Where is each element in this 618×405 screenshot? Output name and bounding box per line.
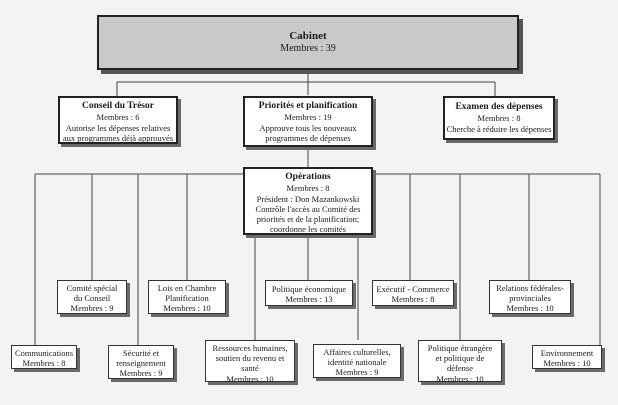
cabinet-title: Cabinet [289,30,327,42]
subcommittee-name: Environnement [540,348,594,358]
committee-members: Membres : 19 [284,112,332,123]
cabinet-box: Cabinet Membres : 39 [97,15,519,70]
committee-description: coordonne les comités [269,224,346,235]
subcommittee-box: Politique économique Membres : 13 [265,280,353,306]
subcommittee-box: Comité spécial du Conseil Membres : 9 [57,280,127,314]
subcommittee-box: Affaires culturelles, identité nationale… [313,344,401,378]
subcommittee-box: Communications Membres : 8 [11,345,77,369]
committee-title: Conseil du Trésor [82,101,154,111]
subcommittee-box: Lois en Chambre Planification Membres : … [148,280,226,314]
committee-expenditure-review: Examen des dépenses Membres : 8 Cherche … [443,96,555,140]
committee-description: programmes de dépenses [265,132,351,143]
subcommittee-name: Lois en Chambre [157,283,217,293]
subcommittee-name: renseignement [116,358,166,369]
subcommittee-members: Membres : 8 [391,294,435,305]
subcommittee-name: santé [241,363,259,374]
subcommittee-members: Membres : 10 [506,303,554,314]
committee-description: Approuve tous les nouveaux [259,122,357,133]
cabinet-members: Membres : 39 [280,43,336,55]
subcommittee-name: Comité spécial [66,283,118,293]
subcommittee-members: Membres : 10 [436,373,484,384]
subcommittee-name: Exécutif - Commerce [376,284,450,294]
committee-description: Autorise les dépenses relatives [65,122,171,133]
committee-treasury-board: Conseil du Trésor Membres : 6 Autorise l… [58,96,178,144]
subcommittee-members: Membres : 10 [226,373,274,384]
committee-priorities-planning: Priorités et planification Membres : 19 … [243,96,373,147]
committee-members: Membres : 8 [286,183,330,194]
committee-title: Priorités et planification [258,101,358,111]
subcommittee-box: Ressources humaines, soutien du revenu e… [205,340,295,384]
subcommittee-name: identité nationale [327,357,387,368]
committee-members: Membres : 6 [96,112,140,123]
subcommittee-members: Membres : 8 [22,358,66,369]
subcommittee-name: Planification [165,293,209,304]
committee-president: Président : Don Mazankowski [256,193,360,204]
subcommittee-name: Politique économique [271,284,347,294]
subcommittee-box: Environnement Membres : 10 [532,345,602,369]
subcommittee-name: Sécurité et [122,348,160,358]
subcommittee-members: Membres : 10 [163,303,211,314]
subcommittee-name: Ressources humaines, [212,343,288,353]
subcommittee-box: Sécurité et renseignement Membres : 9 [108,345,174,379]
subcommittee-box: Exécutif - Commerce Membres : 8 [372,280,454,306]
committee-description: Cherche à réduire les dépenses [446,123,552,134]
committee-description: Contrôle l'accès au Comité des [255,203,361,214]
subcommittee-name: du Conseil [73,293,111,304]
committee-title: Examen des dépenses [455,102,543,112]
committee-description: priorités et de la planification; [256,213,360,224]
subcommittee-name: Communications [14,348,74,358]
subcommittee-members: Membres : 9 [70,303,114,314]
subcommittee-name: défense [447,363,473,374]
subcommittee-members: Membres : 9 [335,367,379,378]
committee-title: Opérations [285,172,331,182]
subcommittee-name: Affaires culturelles, [323,347,391,357]
subcommittee-name: Relations fédérales- [496,283,564,293]
committee-operations: Opérations Membres : 8 Président : Don M… [243,167,373,235]
subcommittee-name: et politique de [435,353,485,364]
subcommittee-members: Membres : 13 [285,294,333,305]
committee-members: Membres : 8 [477,113,521,124]
subcommittee-name: provinciales [509,293,551,304]
subcommittee-members: Membres : 9 [119,368,163,379]
subcommittee-box: Politique étrangère et politique de défe… [418,340,502,384]
committee-description: aux programmes déjà approuvés [62,132,174,143]
subcommittee-box: Relations fédérales- provinciales Membre… [489,280,571,314]
subcommittee-name: Politique étrangère [427,343,493,353]
subcommittee-members: Membres : 10 [543,358,591,369]
subcommittee-name: soutien du revenu et [215,353,285,364]
